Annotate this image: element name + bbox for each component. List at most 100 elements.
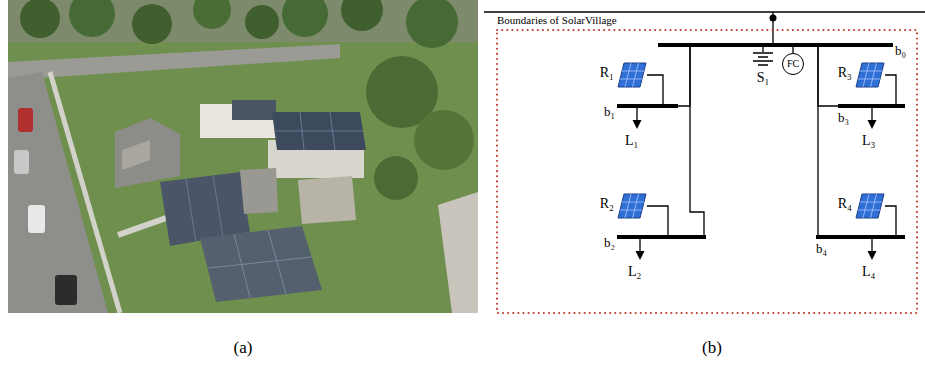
load-arrowhead xyxy=(868,251,877,260)
panel-grid xyxy=(213,176,223,237)
node-label: R₄ xyxy=(838,196,852,212)
node-label: b₁ xyxy=(604,105,615,120)
garage xyxy=(298,176,356,224)
wire xyxy=(885,206,896,235)
panel-grid xyxy=(620,79,642,80)
tree xyxy=(132,4,172,44)
load-arrowhead xyxy=(868,120,877,129)
pcc-dot xyxy=(770,15,777,22)
tree xyxy=(374,156,418,200)
panel-grid xyxy=(858,210,880,211)
car xyxy=(55,275,77,305)
panel-grid xyxy=(274,131,363,132)
panel-icon xyxy=(855,193,885,219)
solar-panel: R₁ xyxy=(617,62,647,88)
tree xyxy=(414,110,474,170)
panel-grid xyxy=(871,63,877,87)
panel-grid xyxy=(625,63,631,87)
node-label: R₂ xyxy=(600,196,614,212)
panel-grid xyxy=(622,71,644,72)
panel-grid xyxy=(620,210,642,211)
panel-caption: (b) xyxy=(702,338,722,358)
panel-grid xyxy=(858,79,880,80)
panel-grid xyxy=(208,257,312,268)
node-label: S₁ xyxy=(753,70,773,86)
panel-grid xyxy=(268,230,286,294)
panel-grid xyxy=(633,194,639,218)
panel-grid xyxy=(234,234,250,298)
node-label: b₃ xyxy=(838,111,849,126)
node-label: b₂ xyxy=(604,236,615,251)
wire xyxy=(885,75,896,104)
label-holder: b₂ xyxy=(604,236,615,251)
bus-bar: b₄ xyxy=(816,235,905,239)
panel-face xyxy=(856,63,884,87)
house xyxy=(115,118,180,188)
load-label: L₁ xyxy=(625,133,638,149)
label-holder: R₂ xyxy=(600,196,614,212)
panel-grid xyxy=(863,194,869,218)
car xyxy=(14,150,29,174)
bus-bar: b₁ xyxy=(617,104,678,108)
wire xyxy=(678,47,690,106)
node-label: FC xyxy=(787,58,799,70)
battery-plate xyxy=(758,64,768,66)
panel-grid xyxy=(871,194,877,218)
label-holder: R₃ xyxy=(838,65,852,81)
load-arrow xyxy=(871,239,872,252)
battery-plate xyxy=(753,60,773,62)
load-arrowhead xyxy=(633,120,642,129)
battery-plate xyxy=(753,52,773,54)
panel-caption: (a) xyxy=(234,338,253,358)
battery-symbol: S₁ xyxy=(753,52,773,86)
panel-grid xyxy=(622,202,644,203)
street xyxy=(8,44,340,80)
panel-icon xyxy=(617,62,647,88)
load-arrow xyxy=(871,108,872,121)
node-label: b₀ xyxy=(895,44,906,59)
building xyxy=(438,192,478,313)
tree xyxy=(282,0,328,37)
utility-grid-line xyxy=(484,11,925,12)
solar-roof xyxy=(200,226,322,302)
panel-grid xyxy=(863,63,869,87)
label-holder: b₀ xyxy=(895,44,906,59)
car xyxy=(18,108,33,132)
label-holder: b₁ xyxy=(604,105,615,120)
panel-icon xyxy=(855,62,885,88)
panel-icon xyxy=(617,193,647,219)
car xyxy=(28,205,45,233)
wire xyxy=(818,47,838,106)
label-holder: R₁ xyxy=(600,65,614,81)
panel-grid xyxy=(186,179,196,242)
label-holder: S₁ xyxy=(753,70,773,86)
tree xyxy=(69,0,115,37)
tree xyxy=(245,5,279,39)
solar-panel: R₂ xyxy=(617,193,647,219)
solar-roof xyxy=(232,100,276,120)
panel-grid xyxy=(633,63,639,87)
panel-grid xyxy=(860,71,882,72)
solar-roof xyxy=(272,112,366,150)
panel-grid xyxy=(625,194,631,218)
lawn xyxy=(8,0,478,313)
solar-panel: R₄ xyxy=(855,193,885,219)
wire xyxy=(817,47,818,235)
tree xyxy=(20,0,60,38)
tower xyxy=(240,168,278,214)
wire xyxy=(647,206,668,235)
load-arrowhead xyxy=(636,251,645,260)
solar-panel: R₃ xyxy=(855,62,885,88)
tree xyxy=(406,0,458,48)
aerial-photo xyxy=(8,0,478,313)
wire xyxy=(762,47,763,52)
battery-icon xyxy=(753,52,773,66)
load-label: L₂ xyxy=(628,264,641,280)
label-holder: b₄ xyxy=(816,242,827,257)
node-label: R₁ xyxy=(600,65,614,81)
battery-plate xyxy=(758,56,768,58)
load-arrow xyxy=(639,239,640,252)
wire xyxy=(690,47,704,235)
tree xyxy=(341,0,383,31)
